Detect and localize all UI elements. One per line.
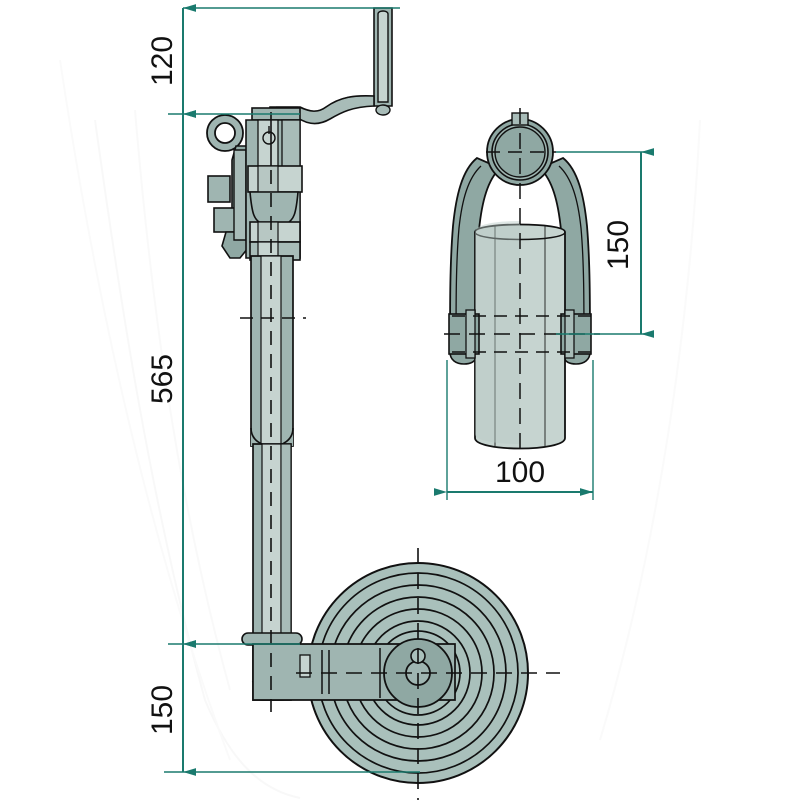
- crank-handle: [269, 7, 393, 125]
- dim-150-front: 150: [146, 640, 196, 776]
- dim-120: 120: [146, 4, 196, 118]
- dim-150-front-label: 150: [146, 685, 179, 735]
- handle-grip: [373, 7, 393, 116]
- dim-150-side: 150: [602, 148, 654, 338]
- clamp-assembly: [245, 119, 303, 261]
- front-view: [206, 7, 560, 800]
- outer-tube: [250, 255, 294, 447]
- dim-150-side-label: 150: [602, 220, 635, 270]
- side-view: [444, 108, 600, 460]
- dim-565: 565: [146, 110, 196, 648]
- extension-lines: [164, 7, 648, 773]
- dim-100: 100: [434, 456, 593, 496]
- dim-120-label: 120: [146, 36, 179, 86]
- centre-lines-front: [240, 112, 560, 800]
- dim-565-label: 565: [146, 354, 179, 404]
- dim-100-label: 100: [495, 456, 545, 489]
